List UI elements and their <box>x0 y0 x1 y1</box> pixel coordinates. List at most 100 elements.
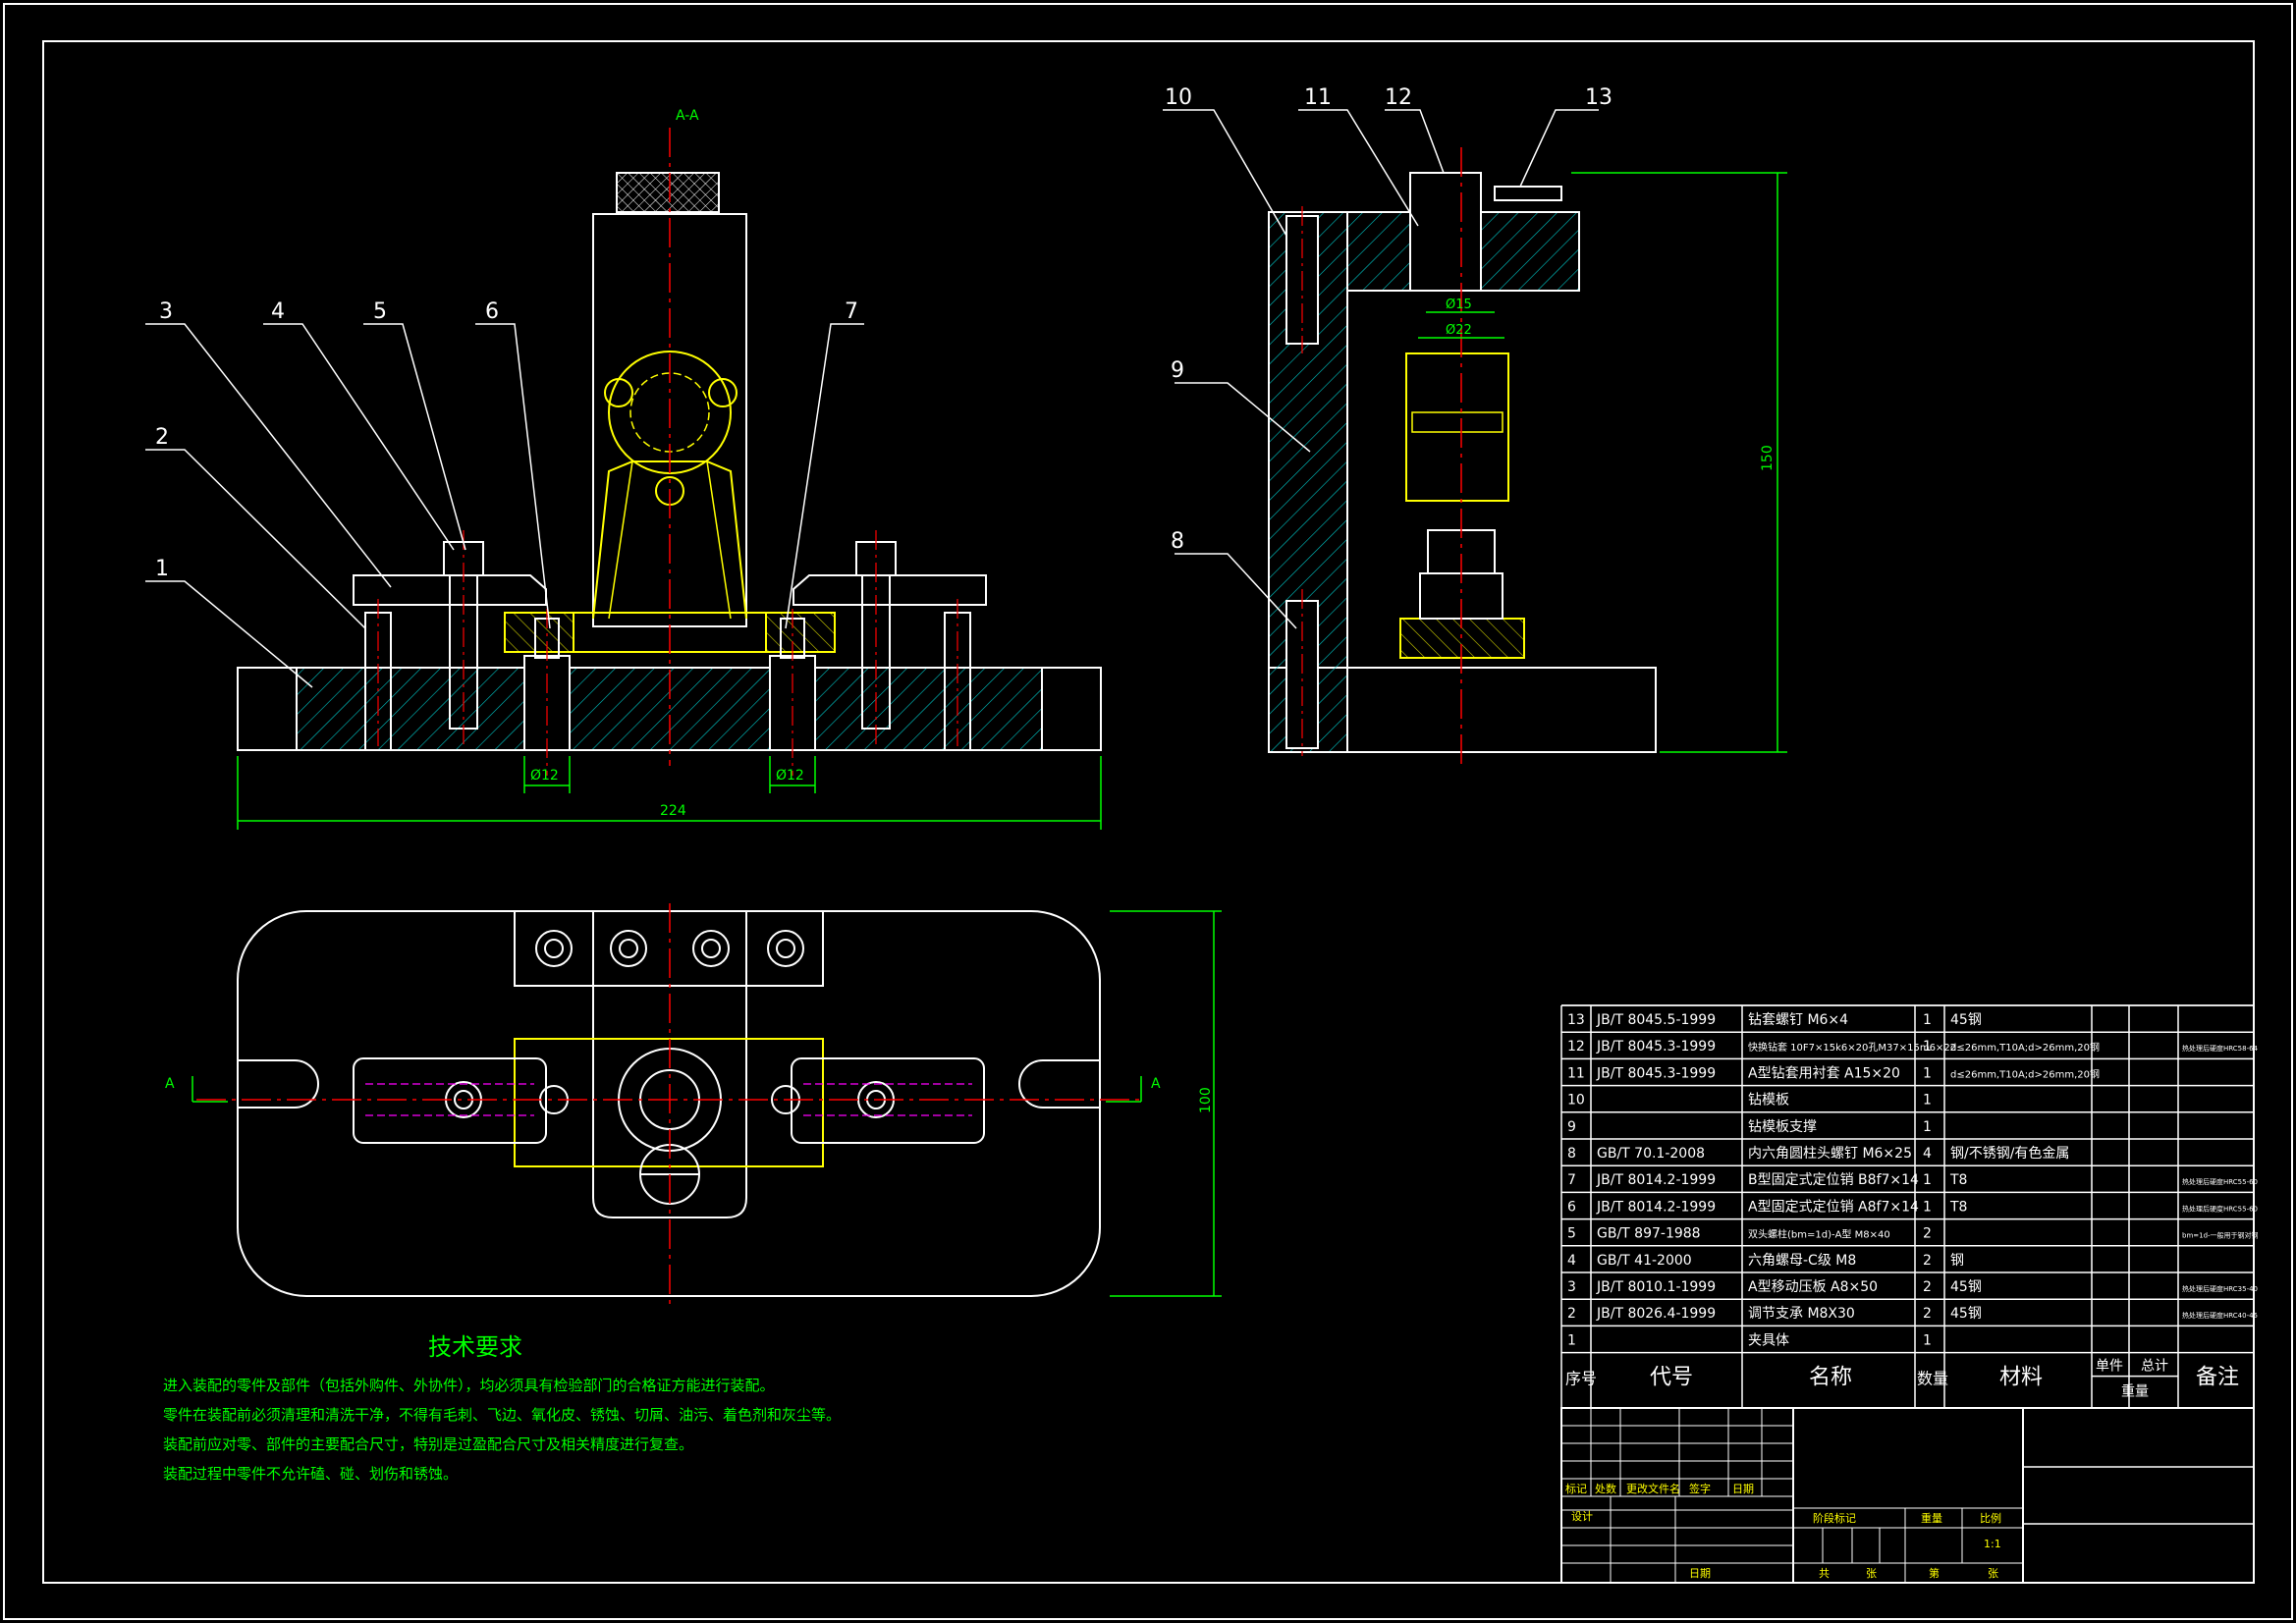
sheets-total: 共 <box>1819 1567 1830 1580</box>
title-block: 标记 处数 更改文件名 签字 日期 设计 日期 阶段标记 重量 比例 1:1 共… <box>1560 1407 2255 1584</box>
bom-row-note: 热处理后硬度HRC40-45 <box>2182 1311 2258 1320</box>
bom-row-material: 45钢 <box>1950 1306 1982 1322</box>
sheet-no: 第 <box>1929 1566 1940 1580</box>
rev-label-1: 标记 <box>1565 1482 1587 1495</box>
balloon-3: 3 <box>159 299 173 324</box>
tech-line-1: 进入装配的零件及部件（包括外购件、外协件），均必须具有检验部门的合格证方能进行装… <box>163 1377 775 1394</box>
bom-row-note: 热处理后硬度HRC55-60 <box>2182 1204 2258 1213</box>
bom-header-no: 序号 <box>1565 1370 1597 1388</box>
balloon-1: 1 <box>155 557 169 581</box>
tech-line-4: 装配过程中零件不允许磕、碰、划伤和锈蚀。 <box>163 1465 458 1483</box>
tech-title: 技术要求 <box>428 1333 522 1361</box>
bom-row-no: 12 <box>1567 1039 1585 1055</box>
dim-pin-left: Ø12 <box>530 768 559 784</box>
tech-line-2: 零件在装配前必须清理和清洗干净，不得有毛刺、飞边、氧化皮、锈蚀、切屑、油污、着色… <box>163 1406 841 1424</box>
plan-view: 100 A A <box>165 903 1222 1306</box>
rev-label-5: 日期 <box>1732 1483 1754 1495</box>
bom-row-code: GB/T 41-2000 <box>1597 1253 1692 1269</box>
bom-row-no: 8 <box>1567 1146 1576 1162</box>
bom-row-no: 4 <box>1567 1253 1576 1269</box>
bom-row-name: 双头螺柱(bm=1d)-A型 M8×40 <box>1748 1228 1890 1241</box>
dimensions-front <box>237 756 1102 830</box>
bom-row-material: 钢/不锈钢/有色金属 <box>1950 1145 2069 1162</box>
bom-row-name: A型移动压板 A8×50 <box>1748 1279 1878 1295</box>
bom-row-code: GB/T 70.1-2008 <box>1597 1146 1705 1162</box>
balloon-12: 12 <box>1385 85 1412 110</box>
bushing <box>1409 172 1482 292</box>
bom-row-name: A型钻套用衬套 A15×20 <box>1748 1065 1900 1081</box>
bom-row-qty: 1 <box>1923 1119 1932 1135</box>
bom-header-qty: 数量 <box>1917 1370 1948 1388</box>
bom-row-name: 钻模板支撑 <box>1748 1119 1817 1135</box>
balloon-9: 9 <box>1171 358 1184 383</box>
front-section-view: A-A <box>145 108 1102 830</box>
bom-row-note: 热处理后硬度HRC35-40 <box>2182 1284 2258 1293</box>
bom-row-no: 3 <box>1567 1279 1576 1295</box>
bom-row-material: T8 <box>1949 1172 1967 1188</box>
bom-row-no: 13 <box>1567 1012 1585 1028</box>
bom-row-no: 1 <box>1567 1332 1576 1348</box>
bom-row-material: T8 <box>1949 1199 1967 1215</box>
bom-header-name: 名称 <box>1809 1366 1852 1390</box>
bom-row-name: 钻模板 <box>1748 1093 1789 1109</box>
section-marker-right: A <box>1151 1076 1161 1092</box>
bom-row-no: 2 <box>1567 1306 1576 1322</box>
bom-row-qty: 1 <box>1923 1332 1932 1348</box>
bushing-screw <box>1494 186 1562 201</box>
bom-row-name: 内六角圆柱头螺钉 M6×25 <box>1748 1146 1912 1162</box>
bom-row-qty: 4 <box>1923 1146 1932 1162</box>
bom-header-material: 材料 <box>1999 1366 2043 1390</box>
balloon-4: 4 <box>271 299 285 324</box>
dim-bore-22: Ø22 <box>1446 323 1472 338</box>
bom-row-name: 快换钻套 10F7×15k6×20孔M37×15m6×22 <box>1748 1041 1956 1054</box>
bom-row-name: B型固定式定位销 B8f7×14 <box>1748 1172 1919 1188</box>
dim-150: 150 <box>1760 445 1776 471</box>
sheet-word-2: 张 <box>1988 1567 1998 1580</box>
balloon-7: 7 <box>845 299 858 324</box>
bom-row-code: JB/T 8045.5-1999 <box>1596 1012 1716 1028</box>
section-marker-left: A <box>165 1076 175 1092</box>
weight-label: 重量 <box>1921 1511 1942 1525</box>
scale-value: 1:1 <box>1984 1538 2001 1550</box>
balloon-8: 8 <box>1171 529 1184 554</box>
bom-row-no: 7 <box>1567 1172 1576 1188</box>
bom-row-note: 热处理后硬度HRC58-64 <box>2182 1044 2259 1053</box>
tech-line-3: 装配前应对零、部件的主要配合尺寸，特别是过盈配合尺寸及相关精度进行复查。 <box>163 1435 693 1453</box>
dim-100: 100 <box>1198 1087 1214 1113</box>
sheets-word: 张 <box>1866 1567 1877 1580</box>
design-label: 设计 <box>1571 1510 1593 1523</box>
bom-row-material: 钢 <box>1950 1253 1964 1269</box>
bom-header-note: 备注 <box>2196 1366 2239 1390</box>
bom-row-no: 10 <box>1567 1093 1585 1109</box>
outer-border <box>3 3 2293 1620</box>
dim-pin-right: Ø12 <box>776 768 804 784</box>
bom-row-code: JB/T 8014.2-1999 <box>1596 1199 1716 1215</box>
bom-row-no: 5 <box>1567 1226 1576 1242</box>
rev-label-4: 签字 <box>1689 1482 1711 1495</box>
balloon-2: 2 <box>155 425 169 450</box>
bom-row-note: bm=1d-一般用于钢对钢 <box>2182 1231 2259 1240</box>
balloons-front: 1 2 3 4 5 6 7 <box>155 299 858 581</box>
bom-row-material: 45钢 <box>1950 1279 1982 1295</box>
bom-row-no: 6 <box>1567 1199 1576 1215</box>
bom-header-total: 总计 <box>2141 1359 2168 1375</box>
dim-224: 224 <box>660 803 686 819</box>
bom-row-qty: 2 <box>1923 1253 1932 1269</box>
inner-border <box>42 40 2255 1584</box>
bom-row-qty: 1 <box>1923 1012 1932 1028</box>
bom-row-code: JB/T 8045.3-1999 <box>1596 1065 1716 1081</box>
bom-row-code: JB/T 8026.4-1999 <box>1596 1306 1716 1322</box>
section-label: A-A <box>676 108 699 124</box>
balloons-side: 8 9 10 11 12 13 <box>1165 85 1613 554</box>
stage-mark-label: 阶段标记 <box>1813 1511 1856 1525</box>
bom-row-no: 11 <box>1567 1065 1585 1081</box>
knurled-knob <box>616 172 720 213</box>
balloon-13: 13 <box>1585 85 1613 110</box>
bom-row-qty: 1 <box>1923 1172 1932 1188</box>
bom-row-code: JB/T 8010.1-1999 <box>1596 1279 1716 1295</box>
plan-clamp-left <box>353 1057 547 1144</box>
bom-row-material: d≤26mm,T10A;d>26mm,20钢 <box>1950 1067 2100 1080</box>
side-view: 150 Ø15 Ø22 <box>1163 109 1787 766</box>
